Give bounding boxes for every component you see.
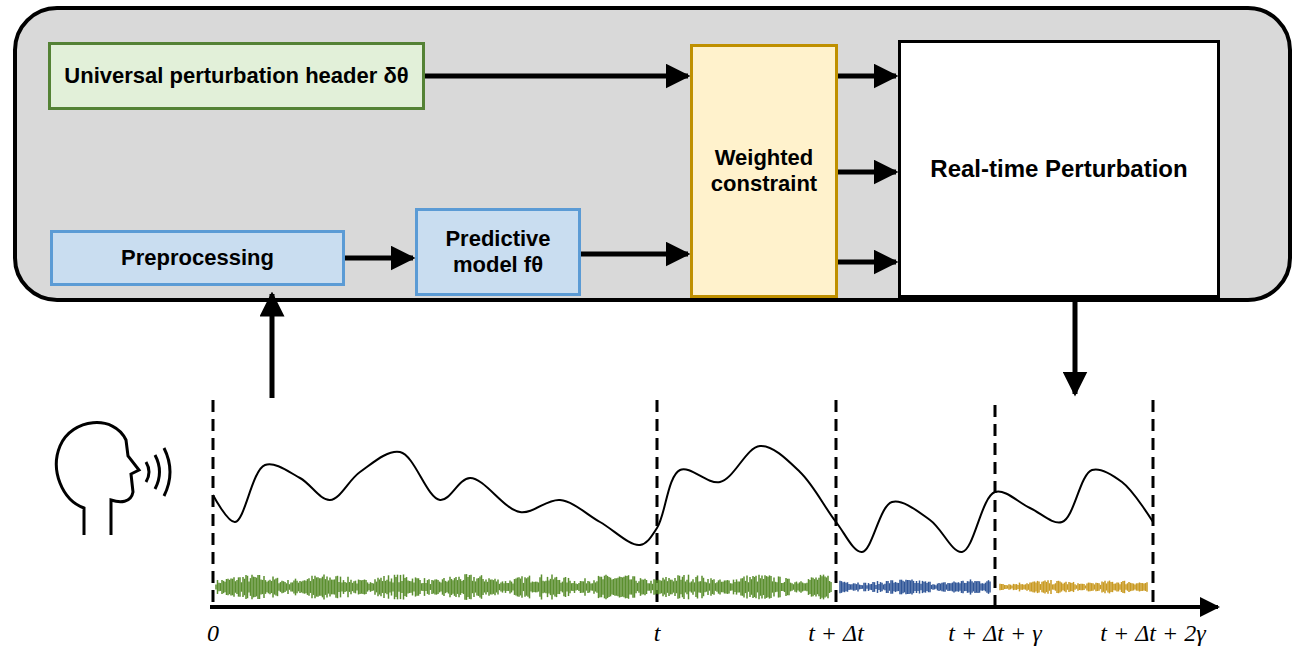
output-box: Real-time Perturbation	[898, 40, 1220, 298]
time-label: t + Δt + 2γ	[1100, 620, 1205, 647]
speaker-head-icon	[56, 423, 170, 535]
noise-band	[1000, 580, 1147, 594]
flow-arrow	[345, 256, 413, 261]
output-arrow	[1073, 302, 1078, 394]
noise-band	[840, 579, 990, 594]
flow-arrow	[838, 74, 896, 79]
time-label: t + Δt + γ	[948, 620, 1041, 647]
box-label: Real-time Perturbation	[930, 155, 1187, 184]
speech-wave	[213, 446, 1153, 552]
noise-band	[216, 574, 831, 600]
time-label: t	[654, 620, 661, 647]
flow-arrow	[838, 260, 896, 265]
box-label: Predictive model fθ	[428, 226, 568, 279]
wave-line	[213, 446, 1153, 552]
box-label: Weighted constraint	[703, 145, 825, 198]
time-dividers	[213, 400, 1153, 605]
input-arrow	[270, 294, 275, 398]
system-panel	[15, 8, 1290, 300]
header-box: Universal perturbation header δθ	[48, 42, 425, 110]
model-box: Predictive model fθ	[415, 208, 581, 296]
box-label: Preprocessing	[121, 245, 274, 271]
process-box: Preprocessing	[50, 230, 345, 286]
time-label: t + Δt	[808, 620, 864, 647]
flow-arrow	[581, 252, 688, 257]
constraint-box: Weighted constraint	[690, 44, 838, 298]
time-label: 0	[207, 620, 219, 647]
box-label: Universal perturbation header δθ	[64, 63, 408, 89]
audio-noise	[216, 574, 1147, 600]
flow-arrow	[838, 170, 896, 175]
time-axis	[210, 605, 1218, 609]
flow-arrow	[425, 74, 688, 79]
